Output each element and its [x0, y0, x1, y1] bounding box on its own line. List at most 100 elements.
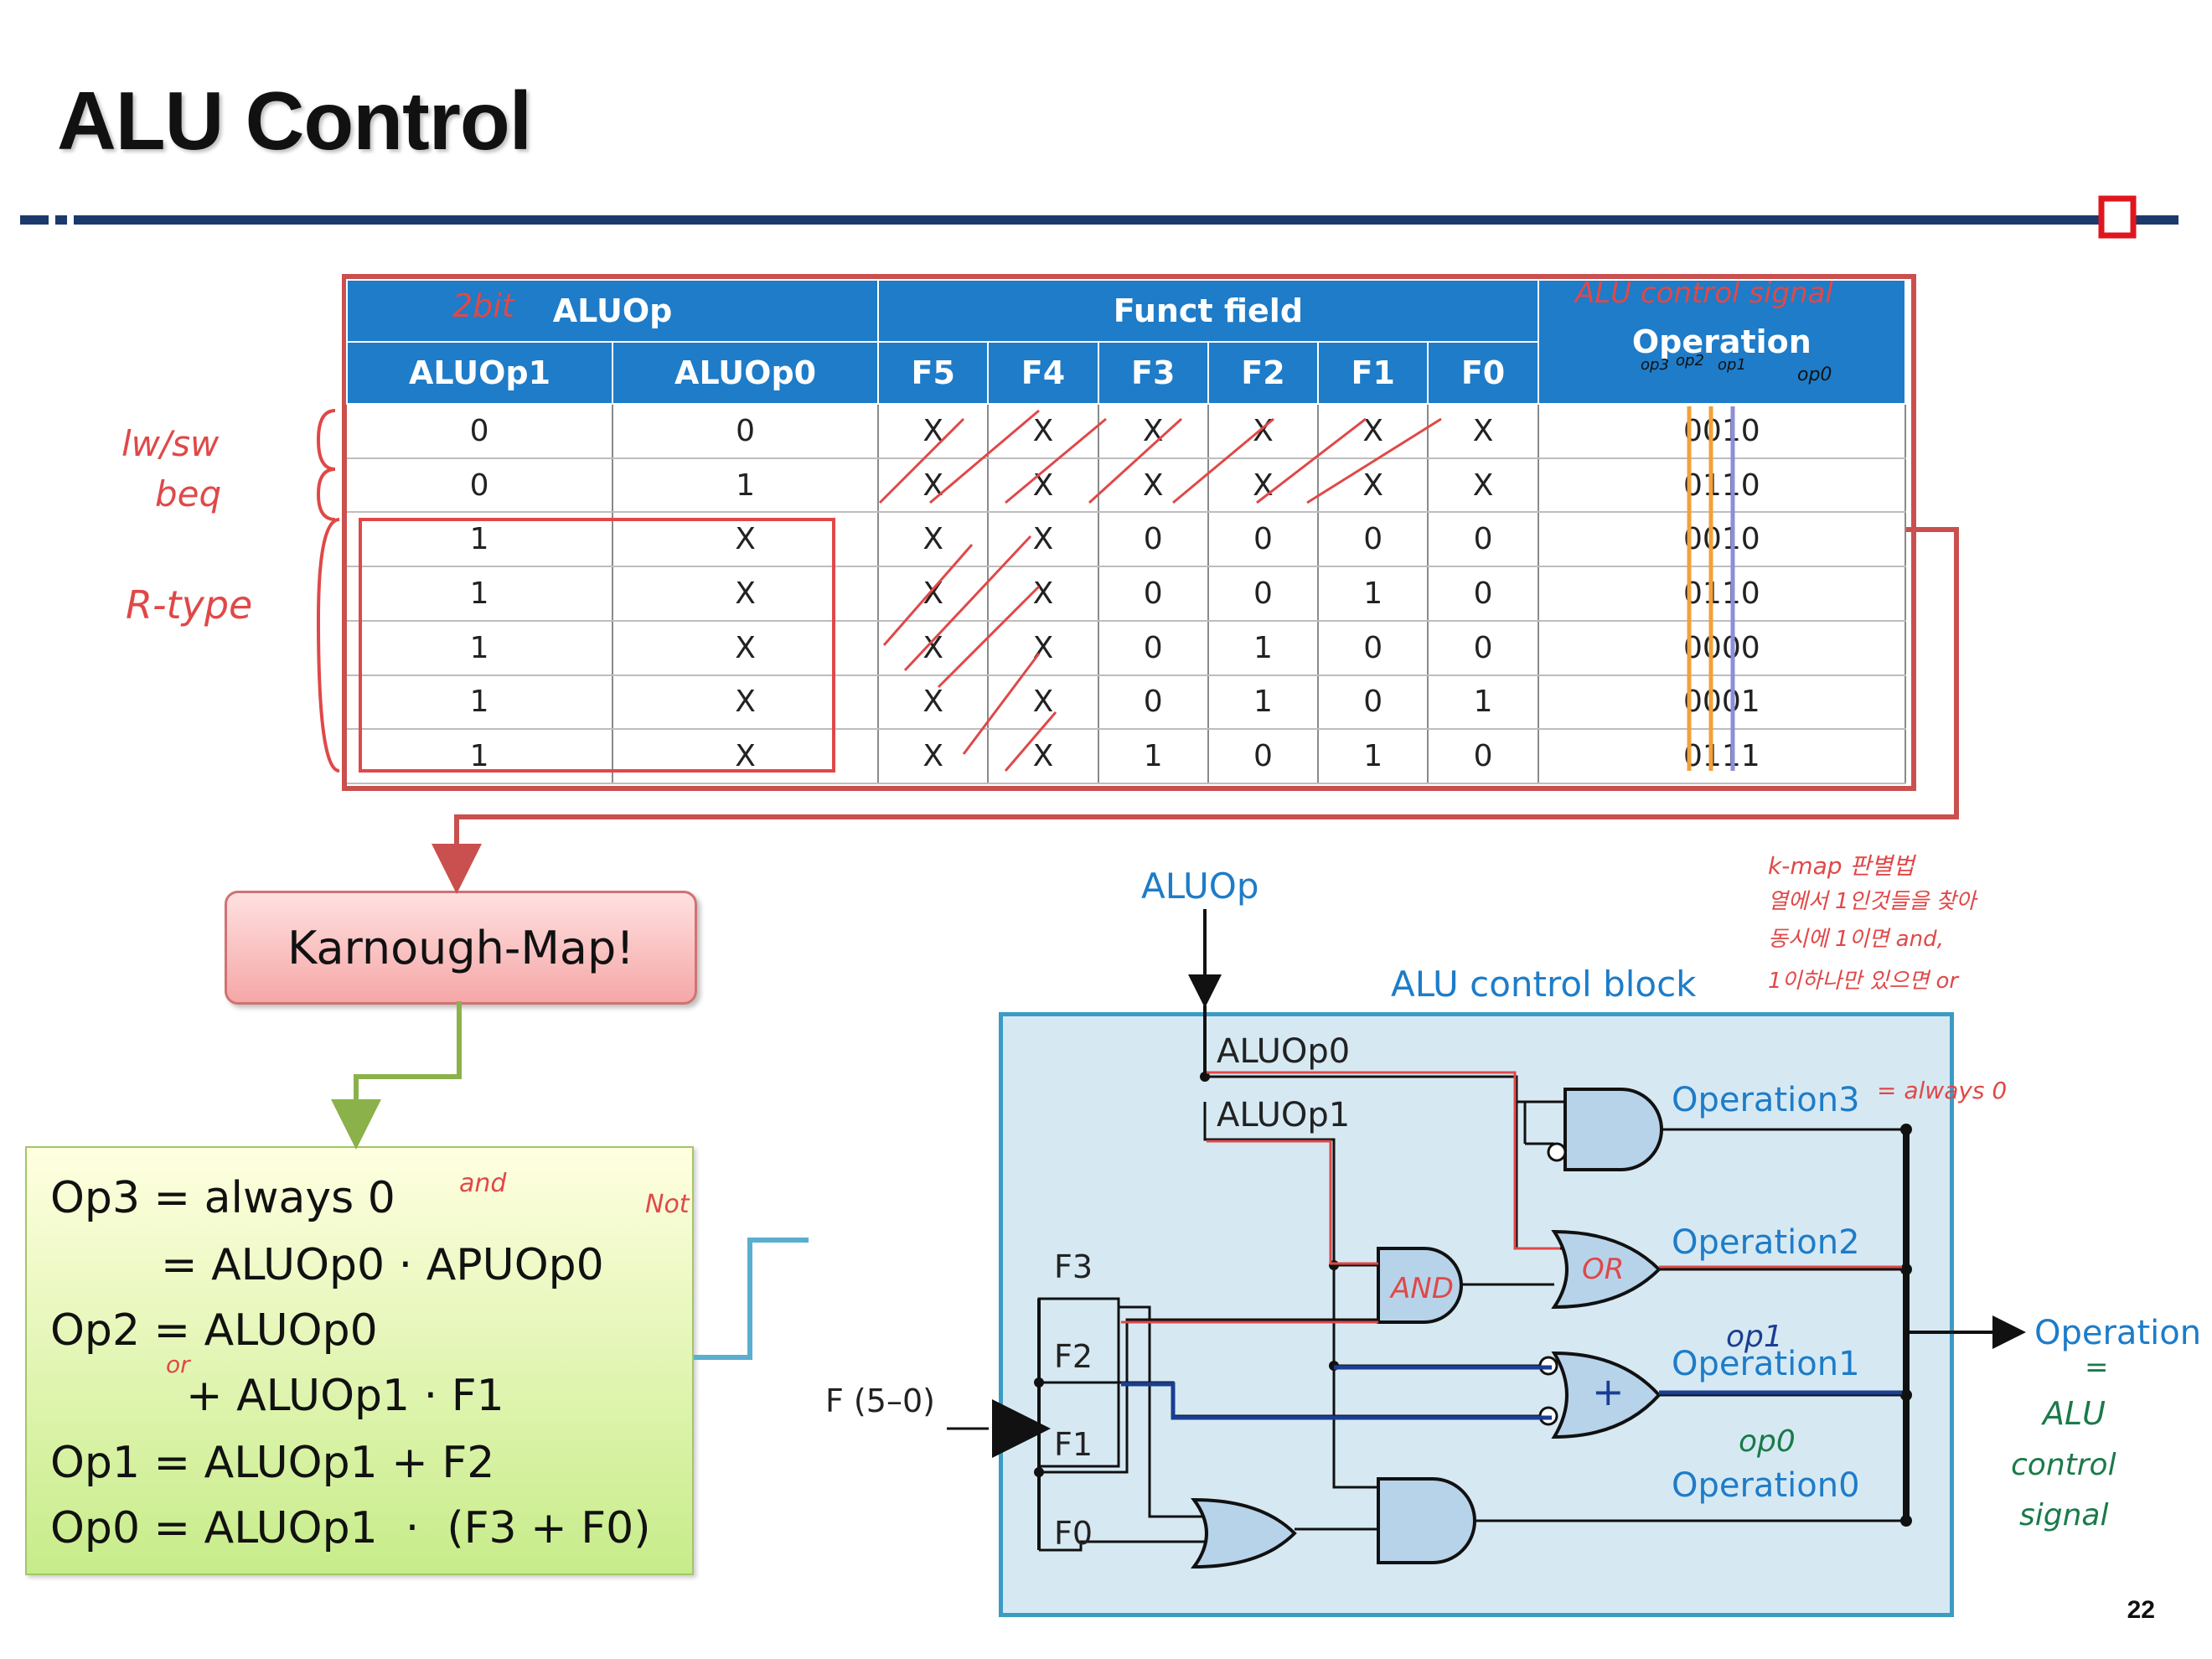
- note-2bit: 2bit: [452, 287, 514, 324]
- table-cell: 0: [1207, 729, 1320, 784]
- and-gate-op2-icon: [1377, 1247, 1463, 1324]
- note-not: Not: [645, 1190, 690, 1219]
- alu-control-block-title: ALU control block: [1391, 964, 1697, 1005]
- table-cell: X: [1318, 404, 1429, 459]
- table-cell: X: [988, 512, 1099, 568]
- slide-marker-icon: [2098, 195, 2137, 239]
- kmap-to-equations-arrow: [331, 1001, 462, 1150]
- table-cell: 0000: [1538, 620, 1907, 676]
- equation-op2-term: + ALUOp1 · F1: [186, 1371, 504, 1421]
- column-header: F1: [1317, 341, 1429, 405]
- table-cell: 1: [347, 729, 614, 784]
- table-cell: 0010: [1538, 512, 1907, 568]
- note-control: control: [2011, 1448, 2116, 1482]
- note-op0-bit: op0: [1797, 364, 1832, 385]
- table-cell: 1: [612, 457, 880, 514]
- table-cell: 1: [1318, 566, 1429, 622]
- column-header: F2: [1207, 341, 1320, 405]
- note-kmap-line3: 동시에 1이면 and,: [1768, 927, 1944, 952]
- equation-op1: Op1 = ALUOp1 + F2: [50, 1438, 495, 1488]
- note-and: and: [459, 1169, 507, 1198]
- table-cell: X: [988, 674, 1099, 731]
- header-funct-field: Funct field: [877, 279, 1539, 343]
- f0-input-label: F0: [1054, 1515, 1093, 1552]
- operation2-output-label: Operation2: [1672, 1223, 1860, 1262]
- f3-input-label: F3: [1054, 1248, 1093, 1285]
- table-cell: X: [988, 566, 1099, 622]
- table-cell: 0: [1098, 512, 1209, 568]
- note-signal: signal: [2019, 1498, 2109, 1532]
- note-gate-or: OR: [1582, 1253, 1625, 1286]
- table-cell: 0: [1098, 566, 1209, 622]
- column-header: ALUOp0: [612, 341, 880, 405]
- column-header: F4: [987, 341, 1099, 405]
- note-kmap-line2: 열에서 1인것들을 찾아: [1768, 889, 1977, 914]
- column-header: F0: [1427, 341, 1539, 405]
- note-alu-control-signal: ALU control signal: [1575, 276, 1833, 310]
- table-cell: 0110: [1538, 457, 1907, 514]
- note-always-zero: = always 0: [1877, 1077, 2008, 1104]
- page-number: 22: [2127, 1596, 2155, 1624]
- table-cell: X: [988, 729, 1099, 784]
- table-frame: [342, 274, 1916, 791]
- table-cell: 0: [347, 404, 614, 459]
- table-cell: X: [1098, 404, 1209, 459]
- equation-op3-expansion: = ALUOp0 · APUOp0: [161, 1240, 604, 1290]
- table-cell: X: [878, 512, 990, 568]
- and-gate-op3-icon: [1563, 1088, 1663, 1171]
- header-operation-label: Operation: [1631, 323, 1811, 360]
- note-lw-sw: lw/sw: [121, 423, 220, 464]
- header-operation: Operation: [1537, 279, 1907, 405]
- table-cell: 0: [1318, 620, 1429, 676]
- note-op0: op0: [1739, 1424, 1796, 1459]
- table-cell: 0: [347, 457, 614, 514]
- note-kmap-line4: 1이하나만 있으면 or: [1768, 969, 1959, 994]
- column-header: F3: [1097, 341, 1209, 405]
- table-cell: X: [988, 620, 1099, 676]
- note-alu: ALU: [2043, 1395, 2106, 1432]
- table-cell: 0: [612, 404, 880, 459]
- table-cell: 1: [1207, 674, 1320, 731]
- equations-to-diagram-arrow: [694, 1238, 809, 1360]
- table-cell: 0: [1318, 512, 1429, 568]
- table-cell: X: [988, 457, 1099, 514]
- operation-output-label: Operation: [2034, 1314, 2202, 1352]
- table-cell: X: [1207, 457, 1320, 514]
- operation1-output-label: Operation1: [1672, 1345, 1860, 1383]
- slide-title: ALU Control: [57, 75, 532, 167]
- note-r-type: R-type: [126, 582, 253, 628]
- table-cell: 1: [1428, 674, 1539, 731]
- and-gate-op0-icon: [1377, 1477, 1476, 1564]
- table-cell: X: [1428, 457, 1539, 514]
- svg-text:+: +: [1592, 1369, 1625, 1414]
- note-op1-bit: op1: [1718, 356, 1746, 374]
- table-cell: 0: [1428, 566, 1539, 622]
- table-cell: 0: [1318, 674, 1429, 731]
- table-cell: X: [1428, 404, 1539, 459]
- table-cell: 1: [347, 566, 614, 622]
- note-op2-bit: op2: [1676, 352, 1704, 370]
- aluop-input-label: ALUOp: [1141, 866, 1259, 907]
- header-aluop: ALUOp: [345, 279, 880, 343]
- table-cell: 0110: [1538, 566, 1907, 622]
- table-cell: 1: [347, 620, 614, 676]
- table-cell: 0: [1098, 620, 1209, 676]
- table-cell: 0111: [1538, 729, 1907, 784]
- table-cell: 1: [347, 674, 614, 731]
- note-or: or: [166, 1351, 190, 1378]
- table-cell: X: [988, 404, 1099, 459]
- table-cell: 0: [1098, 674, 1209, 731]
- table-cell: 0: [1207, 566, 1320, 622]
- table-cell: X: [1207, 404, 1320, 459]
- table-cell: 0010: [1538, 404, 1907, 459]
- note-beq: beq: [155, 473, 222, 514]
- table-cell: X: [1098, 457, 1209, 514]
- note-op1: op1: [1726, 1320, 1783, 1354]
- table-cell: 0: [1428, 729, 1539, 784]
